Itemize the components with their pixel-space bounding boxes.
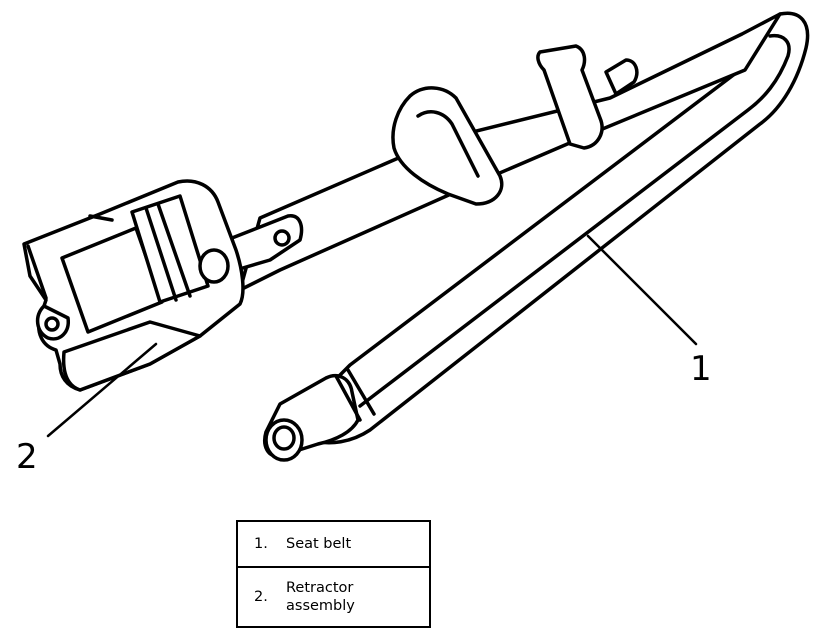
callout-2-label: 2 — [16, 437, 38, 477]
belt-guide — [536, 44, 604, 150]
webbing-loop-inner — [416, 110, 480, 178]
anchor-stitching — [334, 368, 376, 422]
mounting-bracket — [230, 214, 304, 272]
callout-2-leader — [46, 342, 158, 438]
anchor-bolt-head — [272, 425, 296, 451]
legend-number: 2. — [236, 566, 276, 628]
webbing-inner-edge — [358, 33, 791, 408]
callout-1-leader — [586, 234, 698, 346]
retractor-cover-ridge — [144, 202, 192, 302]
legend-label: Seat belt — [276, 520, 431, 568]
retractor-mount-hole — [44, 316, 60, 332]
legend-row: 1. Seat belt — [236, 520, 431, 568]
callout-1-label: 1 — [690, 349, 712, 389]
retractor-knob — [198, 248, 230, 284]
legend-number: 1. — [236, 520, 276, 568]
retractor-base-plate — [61, 320, 202, 392]
parts-legend: 1. Seat belt 2. Retractor assembly — [236, 520, 431, 628]
legend-label: Retractor assembly — [276, 566, 431, 628]
bracket-hole — [273, 229, 291, 247]
retractor-flange-left — [26, 214, 114, 300]
guide-tab — [604, 58, 639, 96]
webbing-loop — [391, 86, 504, 206]
legend-row: 2. Retractor assembly — [236, 566, 431, 628]
